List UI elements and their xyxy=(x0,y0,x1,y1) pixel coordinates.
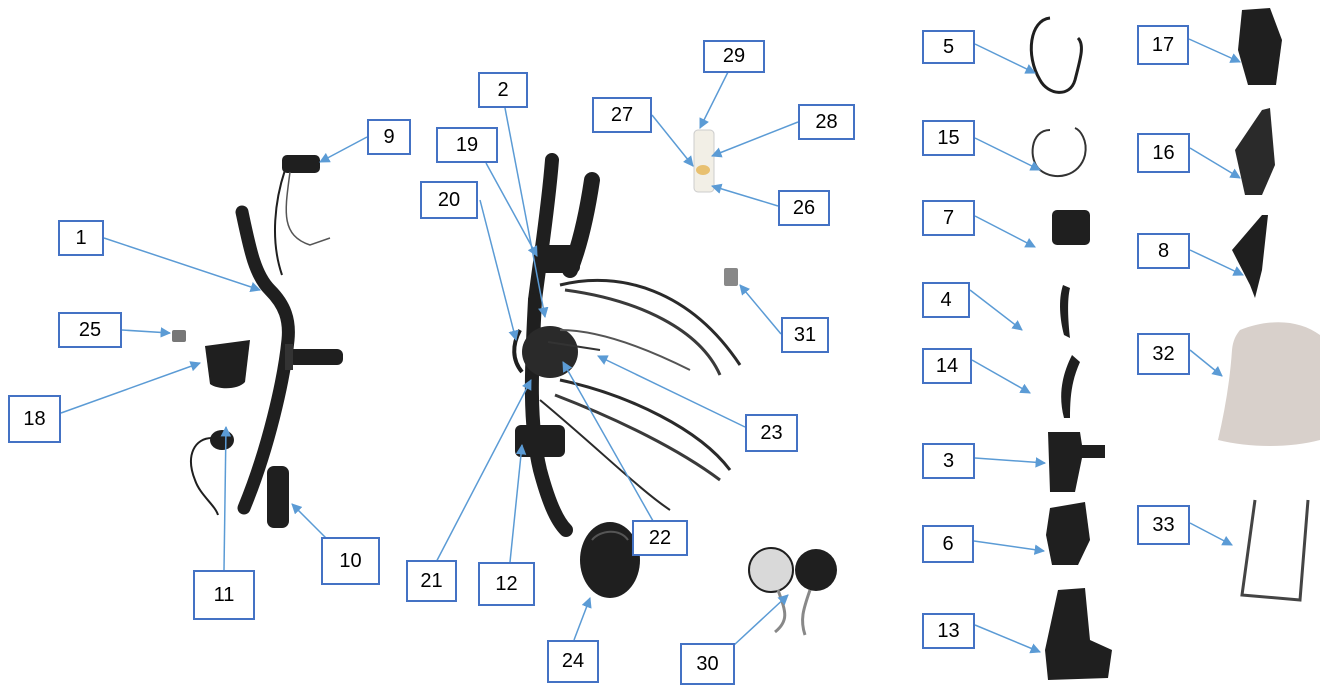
callout-16: 16 xyxy=(1137,133,1190,173)
leader-26 xyxy=(710,183,779,207)
leader-30 xyxy=(732,594,789,647)
callout-25: 25 xyxy=(58,312,122,348)
leader-15 xyxy=(974,137,1041,171)
part-switch-3 xyxy=(1048,432,1105,492)
callout-10: 10 xyxy=(321,537,380,585)
callout-8: 8 xyxy=(1137,233,1190,269)
part-mirrors-30 xyxy=(748,547,837,636)
callout-18: 18 xyxy=(8,395,61,443)
part-stand-33 xyxy=(1240,499,1310,602)
leader-5 xyxy=(974,43,1036,74)
callout-15: 15 xyxy=(922,120,975,156)
callout-27: 27 xyxy=(592,97,652,133)
leader-22 xyxy=(562,361,658,529)
leader-4 xyxy=(969,289,1023,331)
callout-13: 13 xyxy=(922,613,975,649)
callout-14: 14 xyxy=(922,348,972,384)
callout-33: 33 xyxy=(1137,505,1190,545)
leader-lines xyxy=(60,38,1244,654)
callout-29: 29 xyxy=(703,40,765,73)
callout-1: 1 xyxy=(58,220,104,256)
leader-20 xyxy=(479,199,519,342)
callout-12: 12 xyxy=(478,562,535,606)
part-bracket-8 xyxy=(1232,215,1268,298)
part-housing-6 xyxy=(1046,502,1090,565)
leader-18 xyxy=(60,361,201,414)
callout-31: 31 xyxy=(781,317,829,353)
part-switch-11 xyxy=(190,430,234,516)
part-connector-31 xyxy=(724,268,738,286)
callout-23: 23 xyxy=(745,414,798,452)
leader-2 xyxy=(504,107,549,319)
part-cable-15 xyxy=(1031,127,1087,178)
callout-22: 22 xyxy=(632,520,688,556)
leader-8 xyxy=(1189,249,1244,276)
leader-21 xyxy=(431,379,532,571)
part-lever-14 xyxy=(1061,355,1080,418)
callout-2: 2 xyxy=(478,72,528,108)
leader-17 xyxy=(1188,38,1241,63)
callout-24: 24 xyxy=(547,640,599,683)
callout-3: 3 xyxy=(922,443,975,479)
callout-6: 6 xyxy=(922,525,974,563)
leader-7 xyxy=(974,215,1036,248)
callout-21: 21 xyxy=(406,560,457,602)
part-lever-4 xyxy=(1060,285,1070,338)
part-handlebar-assembly xyxy=(512,153,742,537)
leader-14 xyxy=(971,359,1031,394)
callout-30: 30 xyxy=(680,643,735,685)
leader-29 xyxy=(699,71,729,129)
part-switch-7 xyxy=(1052,210,1090,245)
part-bracket-16 xyxy=(1235,108,1275,195)
leader-11 xyxy=(220,425,232,571)
part-handlebar xyxy=(235,205,343,515)
part-cable-5 xyxy=(1029,16,1083,94)
part-cover-18 xyxy=(205,340,250,389)
leader-6 xyxy=(973,540,1046,555)
callout-20: 20 xyxy=(420,181,478,219)
callout-28: 28 xyxy=(798,104,855,140)
leader-28 xyxy=(711,121,799,158)
leader-19 xyxy=(485,162,538,257)
callout-5: 5 xyxy=(922,30,975,64)
callout-17: 17 xyxy=(1137,25,1189,65)
leader-33 xyxy=(1189,522,1233,546)
leader-25 xyxy=(121,327,172,338)
callout-4: 4 xyxy=(922,282,970,318)
part-clip-25 xyxy=(172,330,186,342)
part-windshield-32 xyxy=(1218,322,1320,446)
leader-9 xyxy=(319,136,368,163)
leader-31 xyxy=(739,284,782,335)
callout-9: 9 xyxy=(367,119,411,155)
callout-7: 7 xyxy=(922,200,975,236)
callout-19: 19 xyxy=(436,127,498,163)
leader-10 xyxy=(291,503,331,543)
part-clamp-26-29 xyxy=(693,129,715,193)
callout-32: 32 xyxy=(1137,333,1190,375)
leader-32 xyxy=(1189,349,1223,377)
callout-11: 11 xyxy=(193,570,255,620)
part-housing-13 xyxy=(1045,588,1112,680)
leader-24 xyxy=(573,597,592,641)
part-bracket-17 xyxy=(1238,8,1282,85)
callout-26: 26 xyxy=(778,190,830,226)
leader-16 xyxy=(1189,147,1241,179)
part-switch-9 xyxy=(274,155,331,276)
part-headlight-24 xyxy=(580,522,640,598)
leader-12 xyxy=(509,443,527,563)
leader-1 xyxy=(103,237,261,292)
leader-27 xyxy=(651,114,694,167)
leader-23 xyxy=(597,355,746,428)
part-grip-10 xyxy=(267,466,289,528)
leader-13 xyxy=(974,624,1041,654)
leader-3 xyxy=(974,457,1047,468)
